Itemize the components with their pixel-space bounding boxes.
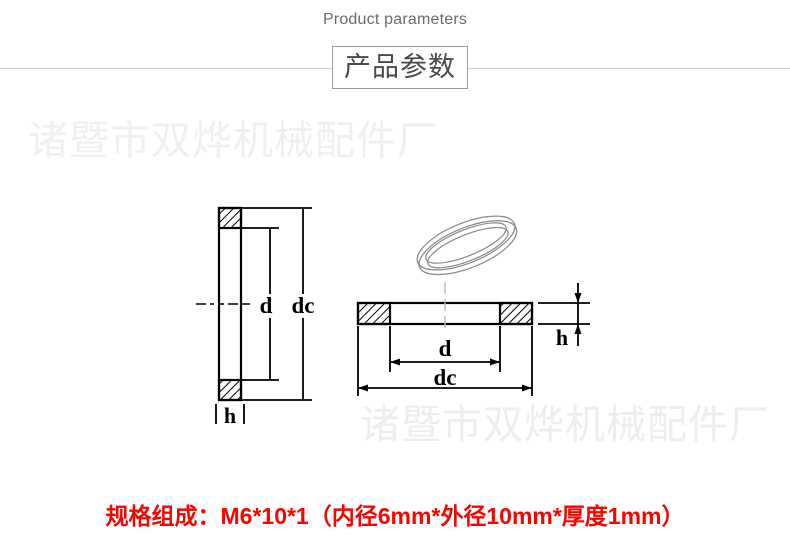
iso-inner-ellipse-bottom (427, 226, 509, 269)
front-view-hatch-bottom (217, 378, 243, 402)
front-view-group (196, 206, 312, 424)
side-view-hatch-right (498, 301, 534, 326)
side-view-dim-d-arrow-right (490, 358, 500, 366)
side-view-dim-h-arrow-bottom (574, 324, 582, 334)
side-view-dim-d-arrow-left (390, 358, 400, 366)
side-view-label-d: d (439, 336, 452, 361)
header-divider-left (0, 68, 332, 69)
front-view-label-d: d (260, 293, 273, 318)
side-view-dim-dc-arrow-left (358, 384, 368, 392)
side-view-hatch-left (356, 301, 392, 326)
side-view-dim-h-arrow-top (574, 293, 582, 303)
specification-caption: 规格组成：M6*10*1（内径6mm*外径10mm*厚度1mm） (105, 503, 685, 529)
iso-view-group (416, 215, 518, 276)
side-view-label-dc: dc (434, 365, 457, 390)
boxed-title-container: 产品参数 (332, 46, 468, 89)
front-view-label-dc: dc (292, 293, 315, 318)
side-view-label-h: h (556, 325, 568, 350)
front-view-label-h: h (224, 403, 236, 428)
iso-inner-ellipse-top (425, 222, 507, 264)
side-view-group (356, 282, 590, 396)
page-title-english: Product parameters (322, 11, 468, 28)
iso-edge-left (417, 262, 421, 268)
iso-edge-right (513, 223, 517, 229)
front-view-hatch-top (217, 206, 243, 230)
side-view-dim-dc-arrow-right (522, 384, 532, 392)
page-title-chinese: 产品参数 (344, 52, 456, 82)
header-divider-right (468, 68, 790, 69)
